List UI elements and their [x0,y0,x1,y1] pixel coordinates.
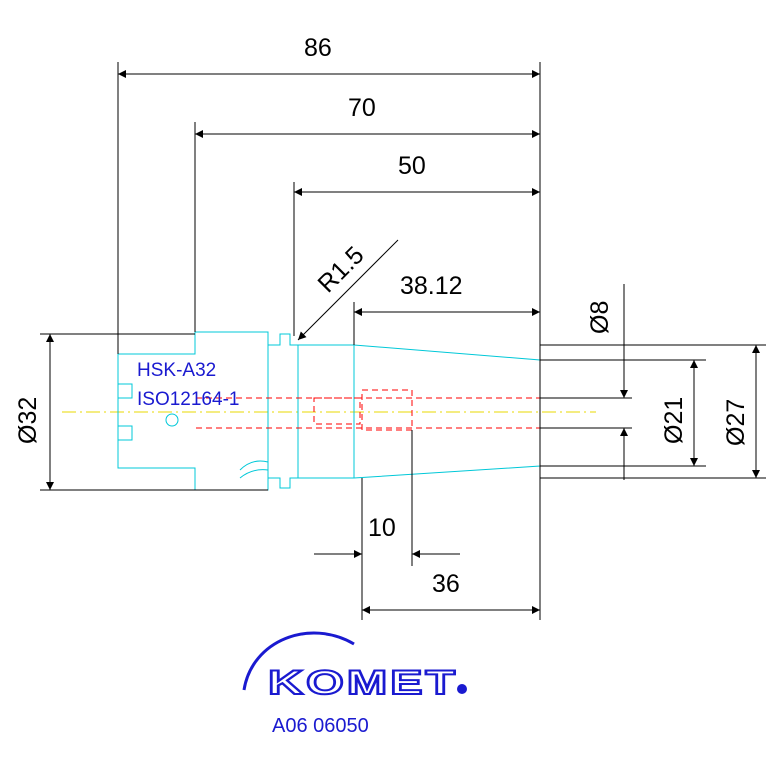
logo-arc [242,631,355,691]
article-number: A06 06050 [272,715,369,737]
coolant-pocket [313,397,361,425]
dim-label-dia-8: Ø8 [586,301,614,334]
inner-bore [361,389,413,431]
groove-detail [239,460,269,479]
standard-label: ISO12164-1 [137,389,239,410]
keyway-notch-lower [118,425,133,441]
dim-label-10: 10 [368,514,396,542]
dim-label-36: 36 [432,570,460,598]
komet-logo: KOMET [242,631,467,703]
dim-label-38-12: 38.12 [400,272,463,300]
interface-label: HSK-A32 [137,360,216,381]
dim-label-dia-32: Ø32 [14,397,42,444]
dim-label-radius: R1.5 [312,241,369,298]
radius-leader [297,239,399,341]
dim-label-70: 70 [348,94,376,122]
hidden-bores [196,389,540,431]
dim-label-dia-21: Ø21 [660,397,688,444]
bore-hole [165,413,179,427]
dim-label-50: 50 [398,152,426,180]
hsk-shank [117,331,269,491]
registered-mark-icon [457,684,467,694]
keyway-notch-upper [118,383,133,399]
dim-label-dia-27: Ø27 [722,399,750,446]
flange-groove [268,333,299,489]
part-outline [117,331,541,491]
dim-label-86: 86 [304,34,332,62]
logo-wordmark: KOMET [268,664,458,702]
dimension-lines [40,62,766,620]
